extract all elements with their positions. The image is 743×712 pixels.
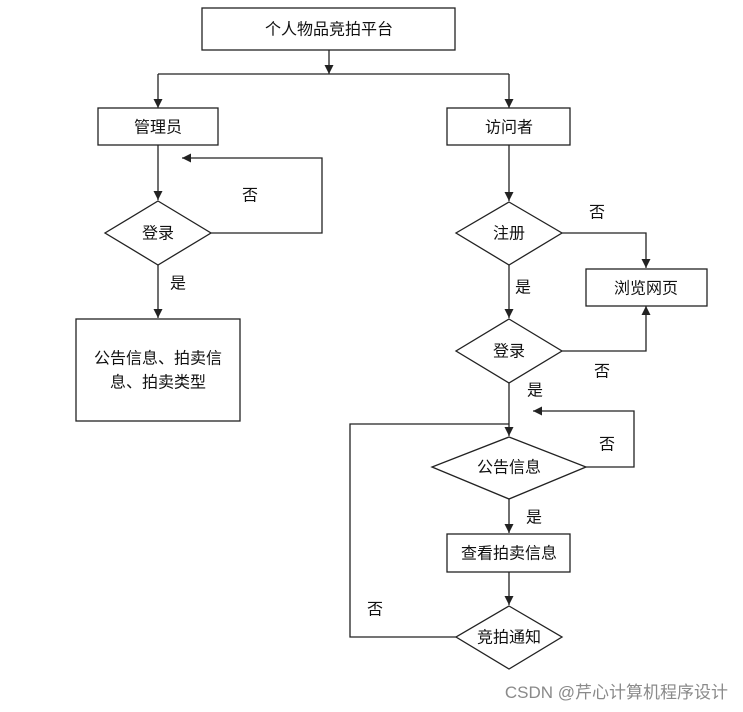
node-visitor-login-label: 登录	[493, 342, 525, 361]
edge-register-no	[562, 232, 651, 268]
node-admin-login: 登录	[103, 200, 213, 266]
node-register-label: 注册	[493, 224, 525, 243]
edge-bid-no-loop	[349, 423, 509, 638]
node-admin-content-line1: 公告信息、拍卖信	[94, 349, 222, 368]
node-announcement-label: 公告信息	[477, 458, 541, 477]
edge-label-login-yes: 是	[527, 381, 543, 400]
node-visitor-login: 登录	[454, 318, 564, 384]
node-bid-notice-label: 竞拍通知	[477, 628, 541, 647]
node-admin-content: 公告信息、拍卖信 息、拍卖类型	[75, 318, 241, 422]
edge-label-bid-no: 否	[367, 600, 383, 619]
node-admin: 管理员	[97, 107, 219, 146]
node-view-auction-label: 查看拍卖信息	[461, 544, 557, 563]
edge-label-register-no: 否	[589, 203, 605, 222]
node-admin-label: 管理员	[134, 118, 182, 137]
node-admin-login-label: 登录	[142, 224, 174, 243]
node-visitor-label: 访问者	[485, 118, 533, 137]
edge-label-register-yes: 是	[515, 278, 531, 297]
node-view-auction: 查看拍卖信息	[446, 533, 571, 573]
edge-admin-login-no-loop	[182, 153, 323, 234]
node-platform: 个人物品竞拍平台	[201, 7, 456, 51]
edge-label-announcement-no: 否	[599, 435, 615, 454]
node-visitor: 访问者	[446, 107, 571, 146]
edge-label-login-no: 否	[594, 362, 610, 381]
node-register: 注册	[454, 201, 564, 266]
edge-label-admin-login-yes: 是	[170, 274, 186, 293]
edge-login-no	[562, 306, 651, 352]
edge-label-admin-login-no: 否	[242, 186, 258, 205]
node-browse-label: 浏览网页	[614, 279, 678, 298]
edge-label-announcement-yes: 是	[526, 508, 542, 527]
edge-announcement-no-loop	[533, 406, 635, 468]
node-bid-notice: 竞拍通知	[454, 605, 564, 670]
node-browse: 浏览网页	[585, 268, 708, 307]
node-admin-content-line2: 息、拍卖类型	[110, 373, 206, 392]
watermark: CSDN @芹心计算机程序设计	[505, 683, 728, 702]
node-platform-label: 个人物品竞拍平台	[265, 20, 393, 39]
node-announcement: 公告信息	[430, 436, 588, 500]
